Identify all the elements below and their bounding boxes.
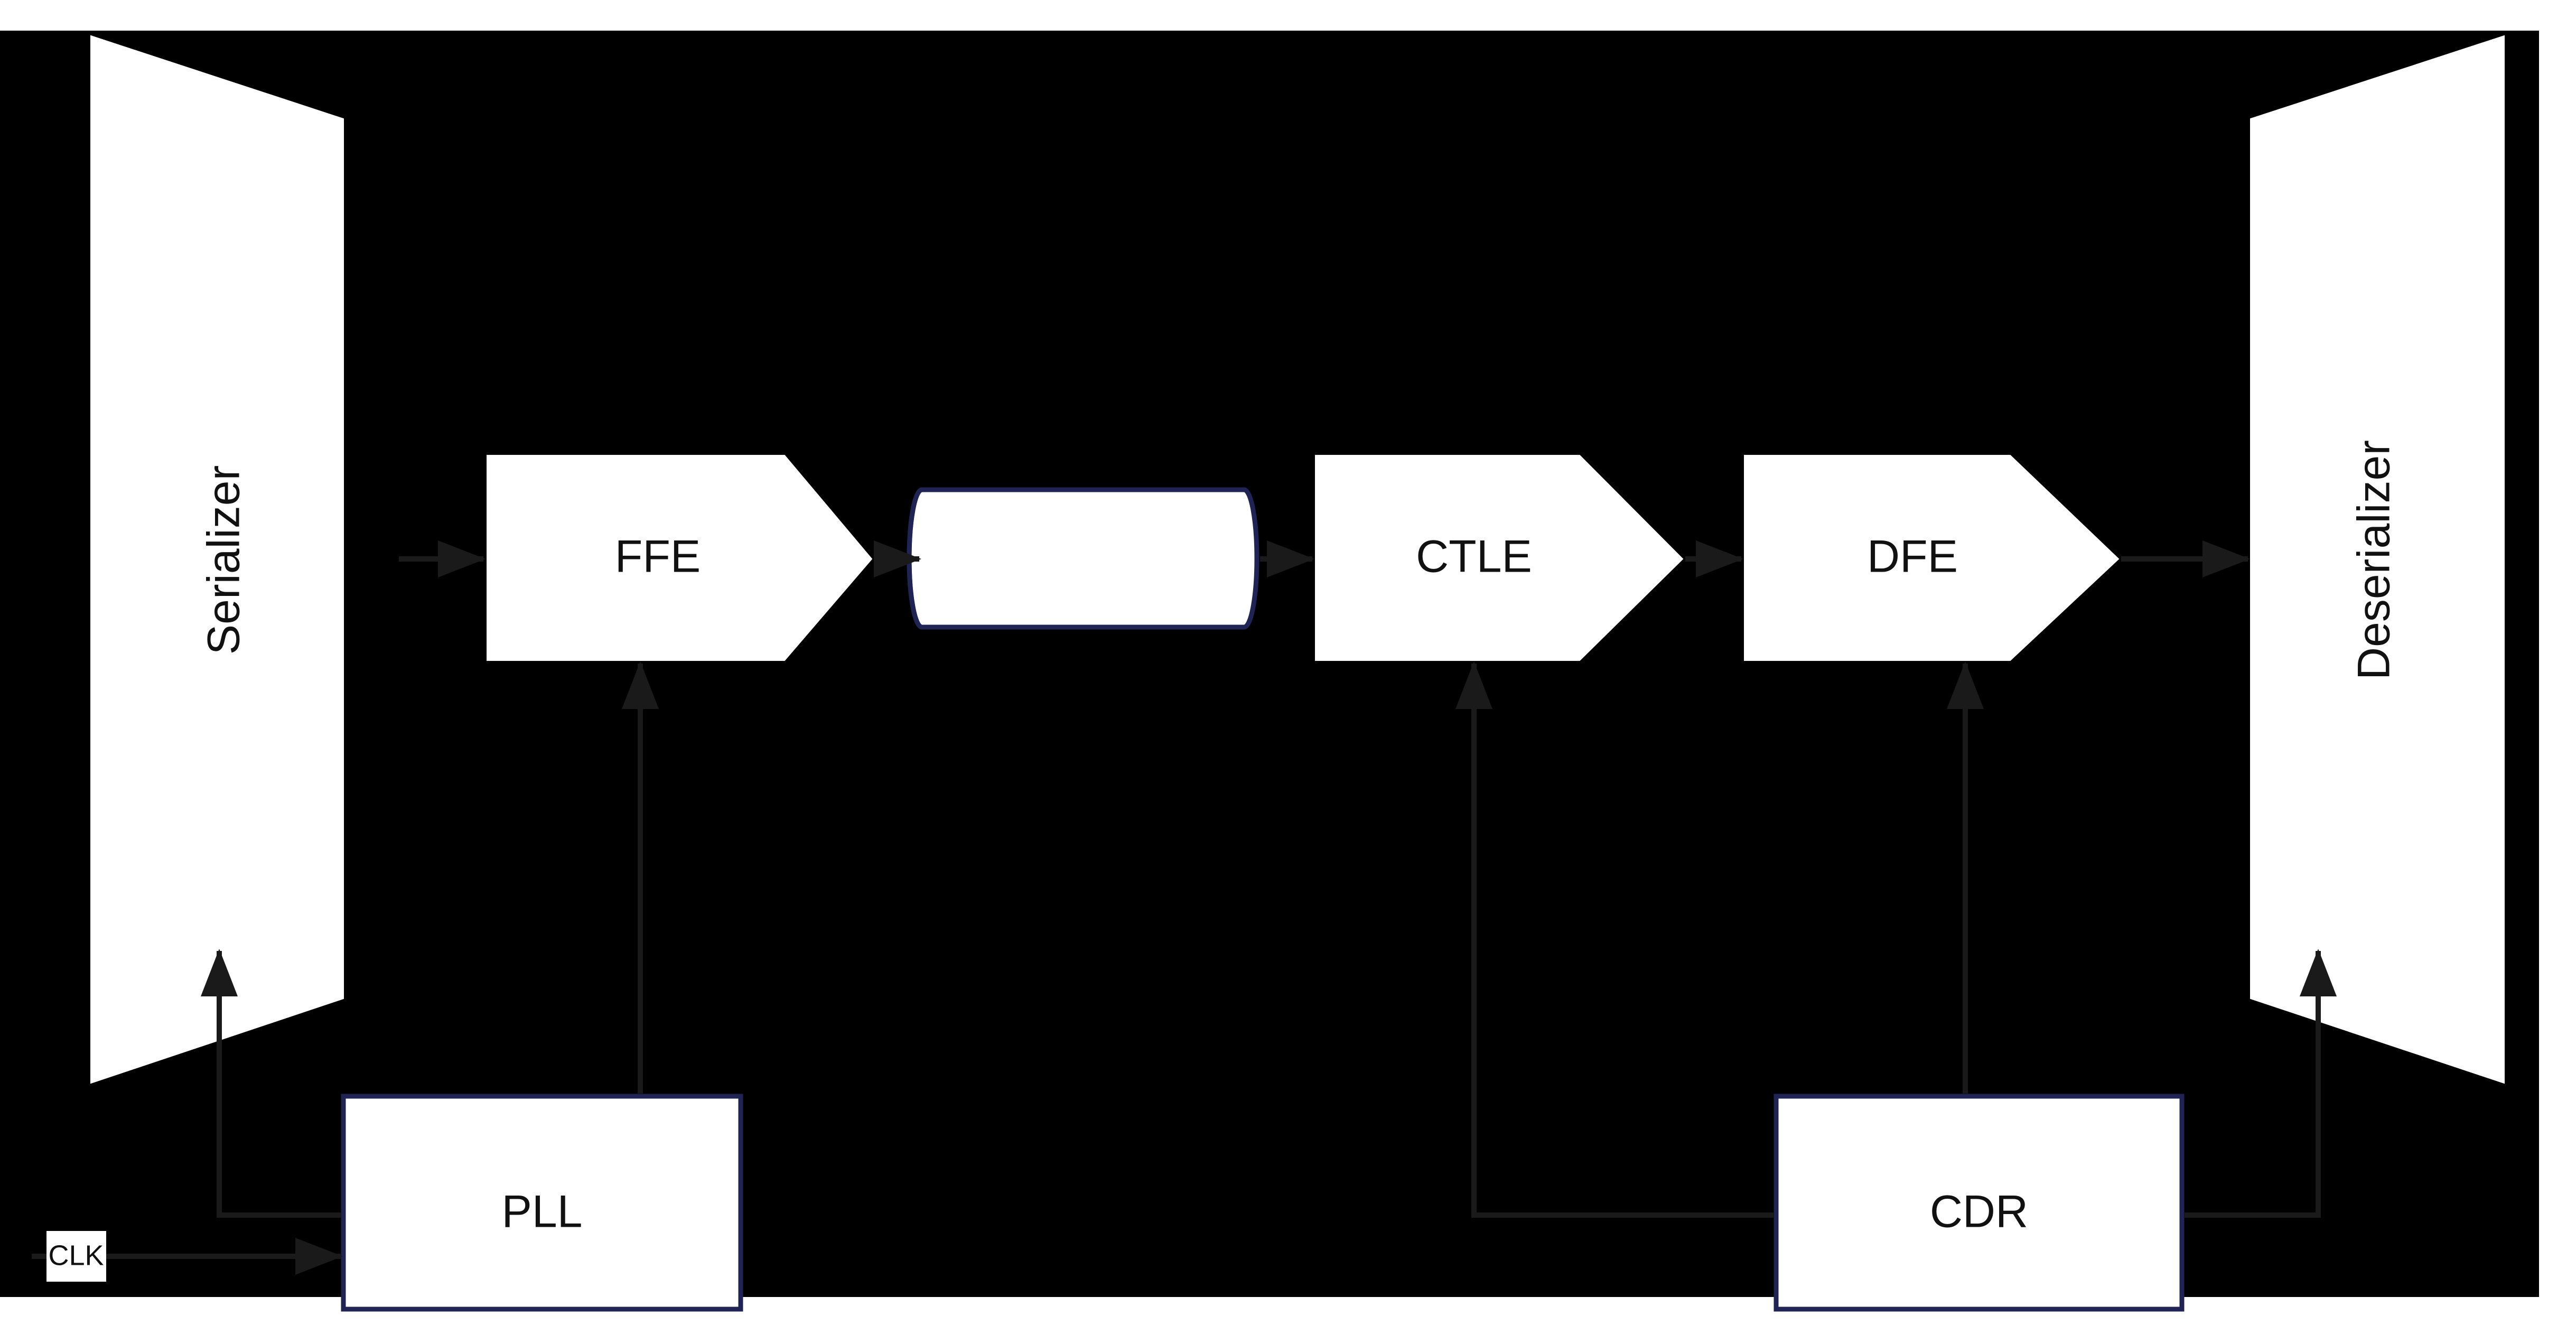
block-ffe[interactable] xyxy=(487,455,873,661)
block-ffe-label: FFE xyxy=(615,531,701,582)
block-deserializer-label: Deserializer xyxy=(2349,440,2400,680)
block-pll-label: PLL xyxy=(501,1187,582,1237)
block-dfe-label: DFE xyxy=(1867,531,1958,582)
block-ctle[interactable] xyxy=(1315,455,1684,661)
block-dfe[interactable] xyxy=(1744,455,2120,661)
connector-pll-to-serializer xyxy=(201,949,341,1218)
signal-clk-label: CLK xyxy=(48,1239,104,1271)
block-channel[interactable] xyxy=(907,487,1259,630)
block-cdr-label: CDR xyxy=(1930,1187,2028,1237)
block-serializer[interactable] xyxy=(90,35,344,1084)
panel-background xyxy=(0,31,2539,1297)
block-serializer-label: Serializer xyxy=(199,465,249,655)
signal-clk[interactable]: CLK xyxy=(46,1231,106,1282)
block-cdr[interactable] xyxy=(1774,1094,2185,1312)
block-ctle-label: CTLE xyxy=(1416,531,1532,582)
block-deserializer[interactable] xyxy=(2250,35,2505,1084)
connector-cdr-to-deserializer xyxy=(2185,949,2337,1218)
block-pll[interactable] xyxy=(341,1094,743,1312)
